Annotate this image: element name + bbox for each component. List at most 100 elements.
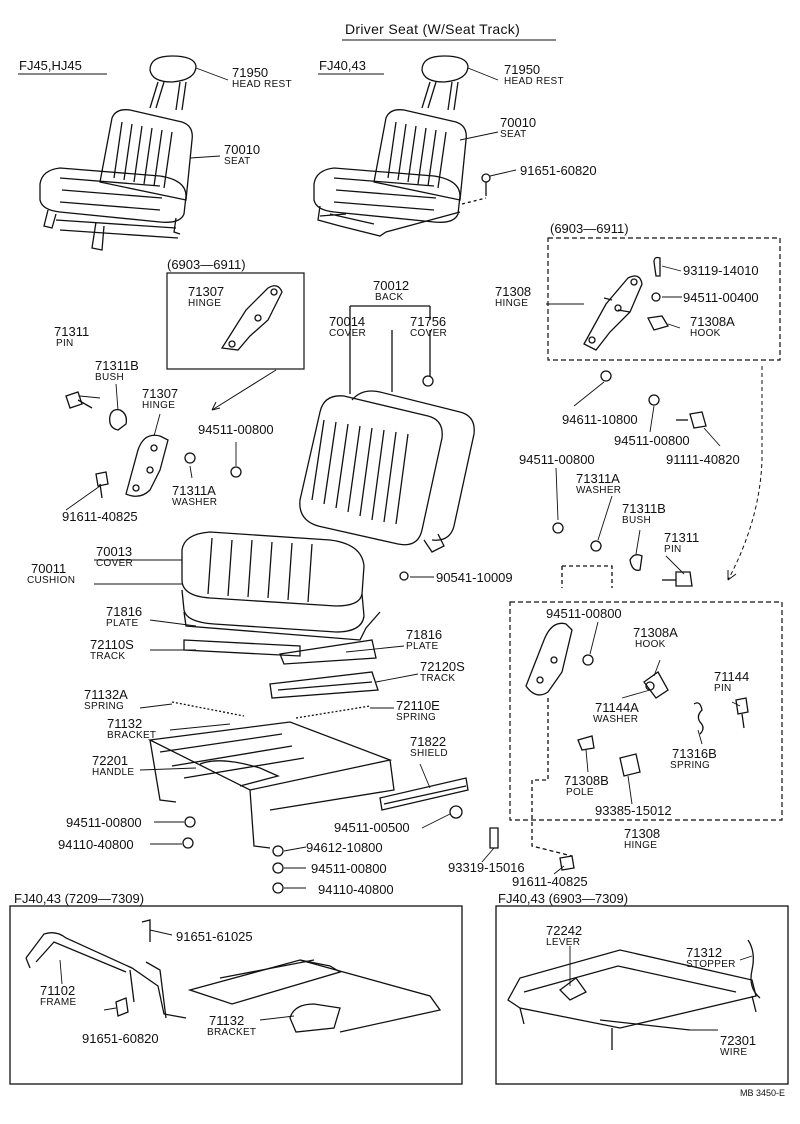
part-number: 71950 [504,62,541,77]
part-number: 71312 [686,945,723,960]
part-number: 71756 [410,314,447,329]
part-name: SEAT [224,156,251,167]
part-number: 70013 [96,544,133,559]
part-number: 71132 [209,1013,245,1028]
inset-hinge-left-drawing [220,285,283,351]
part-name: COVER [410,328,448,339]
part-number: 71132 [107,716,143,731]
bottom-left-frame-drawing [25,919,442,1033]
part-number: 91651-61025 [176,929,253,944]
part-name: COVER [329,328,367,339]
seat-back-drawing [299,305,475,553]
part-name: BUSH [95,372,124,383]
seat-cushion-drawing [181,531,381,641]
part-name: HOOK [690,328,721,339]
part-name: WIRE [720,1047,748,1058]
part-name: SPRING [84,701,125,712]
part-number: 72201 [92,753,129,768]
right-hinge-loose-parts-drawing [552,370,707,588]
part-number: 93385-15012 [595,803,672,818]
part-name: HINGE [142,400,176,411]
part-number: 72242 [546,923,583,938]
part-name: HINGE [188,298,222,309]
part-name: SEAT [500,129,527,140]
part-number: 71307 [142,386,179,401]
inset-hinge-right-drawing [583,256,669,351]
part-name: TRACK [420,673,456,684]
part-number: 72110E [396,698,440,713]
part-name: HINGE [624,840,658,851]
inset-box-hinge-lower [509,601,783,821]
part-number: 71102 [40,983,76,998]
part-number: 71311A [576,471,620,486]
part-number: 71132A [84,687,128,702]
part-name: SHIELD [410,748,448,759]
part-name: LEVER [546,937,581,948]
part-number: 70012 [373,278,410,293]
part-number: 71144A [595,700,639,715]
cover-clip [399,571,409,581]
part-number: 71308A [633,625,678,640]
inset-title-left: FJ40,43 (7209—7309) [14,891,145,906]
part-number: 91111-40820 [666,452,740,467]
part-number: 71822 [410,734,447,749]
part-number: 71816 [406,627,443,642]
part-number: 94511-00800 [614,433,690,448]
part-number: 91611-40825 [512,874,588,889]
part-name: BACK [375,292,404,303]
part-name: STOPPER [686,959,736,970]
part-number: 71308 [495,284,532,299]
fj45-seat-drawing [39,55,197,251]
part-number: 71316B [672,746,717,761]
leader-lines [59,67,753,1031]
range-label-right: (6903—6911) [550,221,629,236]
model-label-fj40: FJ40,43 [319,58,366,73]
part-number: 70014 [329,314,366,329]
part-number: 94110-40800 [58,837,134,852]
part-number: 94511-00800 [519,452,595,467]
part-number: 71950 [232,65,269,80]
diagram-title: Driver Seat (W/Seat Track) [345,21,521,37]
part-name: WASHER [593,714,639,725]
part-number: 94511-00500 [334,820,410,835]
part-number: 94511-00800 [198,422,274,437]
part-name: SPRING [396,712,437,723]
tracks-drawing [171,639,379,719]
part-name: SPRING [670,760,711,771]
part-number: 94511-00800 [66,815,142,830]
part-name: PLATE [106,618,139,629]
part-number: 71308A [690,314,735,329]
part-number: 94611-10800 [562,412,638,427]
part-number: 70011 [31,561,67,576]
dashed-leader-right-a [727,366,763,581]
part-number: 71308B [564,773,609,788]
part-number: 71816 [106,604,143,619]
part-number: 91651-60820 [520,163,597,178]
inset-box-bottom-right [495,905,789,1085]
seat-frame-drawing [147,721,395,849]
part-number: 72110S [90,637,134,652]
fasteners-drawing [182,805,575,894]
part-number: 94612-10800 [306,840,383,855]
part-name: TRACK [90,651,126,662]
part-number: 93319-15016 [448,860,525,875]
lower-hinge-drawing [525,622,749,857]
part-number: 91611-40825 [62,509,138,524]
inset-left-arrow [211,369,277,411]
part-number: 90541-10009 [436,570,513,585]
part-name: COVER [96,558,134,569]
part-number: 71311 [664,530,700,545]
part-name: PIN [714,683,732,694]
part-number: 72301 [720,1033,757,1048]
part-name: PIN [56,338,74,349]
part-number: 94511-00400 [683,290,759,305]
fj40-seat-drawing [313,55,491,237]
part-name: BRACKET [207,1027,257,1038]
part-number: 71308 [624,826,661,841]
part-number: 71311 [54,324,90,339]
inset-box-bottom-left [9,905,463,1085]
part-number: 94110-40800 [318,882,394,897]
part-number: 94511-00800 [311,861,387,876]
model-label-fj45: FJ45,HJ45 [19,58,82,73]
